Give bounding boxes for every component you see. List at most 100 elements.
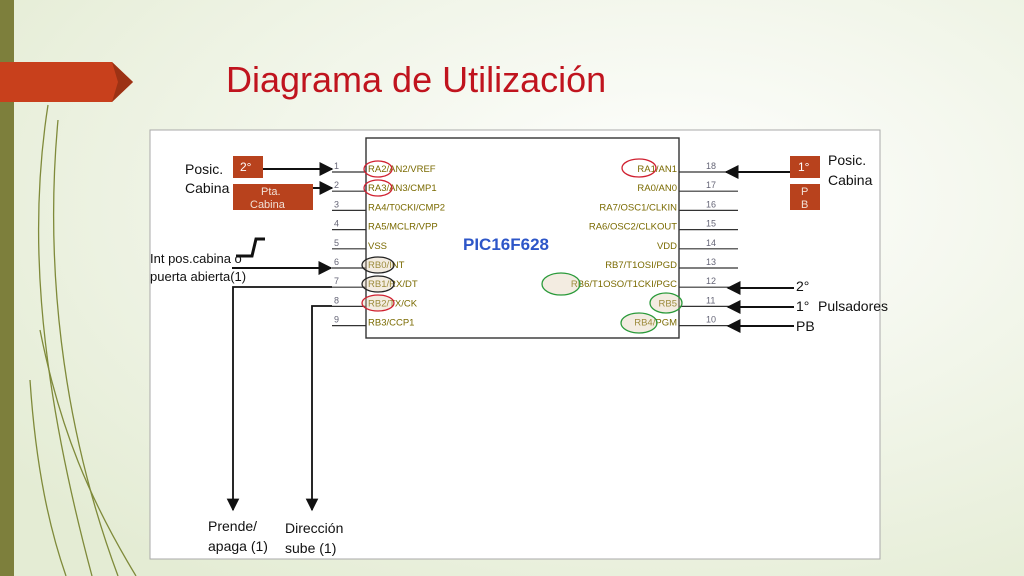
right-pin-number: 16 [706, 199, 716, 209]
page-title: Diagrama de Utilización [226, 59, 606, 100]
label-int-1: Int pos.cabina o [150, 251, 242, 266]
right-pin-number: 11 [706, 295, 715, 305]
label-posic-right-2: Cabina [828, 172, 873, 188]
box-pta-text-2: Cabina [250, 199, 286, 211]
ring-ra1 [621, 158, 657, 178]
left-pin-function: /RX/DT [386, 279, 417, 290]
right-pin-number: 17 [706, 180, 716, 190]
left-pin-function: RB3/CCP1 [368, 318, 414, 329]
right-pin-function: RB7/T1OSI/PGD [605, 260, 677, 271]
label-prende-2: apaga (1) [208, 538, 268, 554]
right-pin-prefix: RA1 [637, 164, 655, 175]
left-pin-number: 9 [334, 315, 339, 325]
left-pin-label: RA4/T0CKI/CMP2 [368, 202, 445, 213]
box-2 [233, 156, 263, 178]
right-pin-label: RB7/T1OSI/PGD [605, 260, 677, 271]
ring-rb4 [620, 312, 658, 334]
left-pin-label: RB3/CCP1 [368, 318, 414, 329]
label-puls-pb: PB [796, 318, 815, 334]
left-pin-label: VSS [368, 241, 387, 252]
left-pin-prefix: RA2 [368, 164, 386, 175]
right-pin-prefix: RB4 [634, 318, 652, 329]
label-int-2: puerta abierta(1) [150, 269, 246, 284]
right-pin-number: 18 [706, 161, 716, 171]
left-pin-prefix: RB2 [368, 298, 386, 309]
label-posic-left-2: Cabina [185, 180, 230, 196]
left-pin-group: 1 RA2/AN2/VREF 2 RA3/AN3/CMP1 3 RA4/T0CKI/CMP… [332, 161, 445, 329]
right-pin-function: RA6/OSC2/CLKOUT [589, 222, 677, 233]
right-pin-label: RB6/T1OSO/T1CKI/PGC [571, 279, 677, 290]
label-posic-right-1: Posic. [828, 152, 866, 168]
chip-body [365, 137, 680, 339]
left-pin-label: RB2/TX/CK [368, 298, 418, 309]
left-pin-prefix: RB0 [368, 260, 386, 271]
right-pin-function: /AN1 [656, 164, 677, 175]
box-1 [790, 156, 820, 178]
right-pin-number: 12 [706, 276, 716, 286]
box-pta-text-1: Pta. [261, 186, 281, 198]
highlight-rings [361, 158, 683, 334]
right-pin-label: RA1/AN1 [637, 164, 677, 175]
left-pin-number: 5 [334, 238, 339, 248]
right-pin-number: 15 [706, 219, 716, 229]
label-direccion-2: sube (1) [285, 540, 336, 556]
right-pin-label: RA0/AN0 [637, 183, 677, 194]
ring-rb6 [541, 272, 581, 296]
box-1-text: 1° [798, 160, 810, 174]
left-pin-function: /TX/CK [386, 298, 417, 309]
box-pb [790, 184, 820, 210]
box-2-text: 2° [240, 160, 252, 174]
right-pin-label: RA6/OSC2/CLKOUT [589, 222, 677, 233]
left-pin-number: 3 [334, 199, 339, 209]
right-pin-function: VDD [657, 241, 677, 252]
right-pin-function: RA0/AN0 [637, 183, 677, 194]
wire-rb1-prende [226, 286, 332, 512]
ring-rb1 [361, 275, 395, 293]
step-signal-icon [236, 237, 265, 258]
left-pin-number: 2 [334, 180, 339, 190]
left-pin-function: RA4/T0CKI/CMP2 [368, 202, 445, 213]
left-pin-function: VSS [368, 241, 387, 252]
ring-rb0 [361, 256, 395, 274]
box-pta-cabina [233, 184, 313, 210]
right-pin-function: RA7/OSC1/CLKIN [599, 202, 677, 213]
decorative-lines [29, 104, 137, 576]
box-pb-text-1: P [801, 186, 808, 198]
title-arrow-shadow [112, 62, 133, 102]
ring-ra3 [363, 179, 393, 197]
left-pin-number: 6 [334, 257, 339, 267]
ring-rb5 [649, 292, 683, 314]
chip-name: PIC16F628 [463, 235, 549, 254]
wire-rb2-direccion [305, 305, 332, 512]
left-pin-label: RA3/AN3/CMP1 [368, 183, 437, 194]
right-pin-function: /PGM [653, 318, 677, 329]
title-arrow-shape [0, 62, 133, 102]
label-prende-1: Prende/ [208, 518, 257, 534]
right-pin-number: 13 [706, 257, 716, 267]
left-pin-function: /AN3/CMP1 [386, 183, 436, 194]
left-pin-label: RB0/INT [368, 260, 405, 271]
right-pin-prefix: RB5 [659, 298, 677, 309]
ring-ra2 [363, 160, 393, 178]
right-pin-label: RB5 [659, 298, 677, 309]
left-pin-function: /INT [386, 260, 404, 271]
ring-rb2 [361, 294, 395, 312]
left-pin-number: 1 [334, 161, 339, 171]
right-pin-label: RB4/PGM [634, 318, 677, 329]
right-pin-number: 10 [706, 315, 716, 325]
left-pin-label: RA2/AN2/VREF [368, 164, 436, 175]
left-pin-number: 7 [334, 276, 339, 286]
label-puls-2: 2° [796, 278, 809, 294]
left-pin-label: RA5/MCLR/VPP [368, 222, 438, 233]
label-direccion-1: Dirección [285, 520, 343, 536]
left-pin-function: /AN2/VREF [386, 164, 435, 175]
left-pin-function: RA5/MCLR/VPP [368, 222, 438, 233]
right-pin-label: RA7/OSC1/CLKIN [599, 202, 677, 213]
right-pin-function: /T1OSO/T1CKI/PGC [589, 279, 677, 290]
left-border-strip [0, 0, 14, 576]
left-pin-number: 8 [334, 295, 339, 305]
box-pb-text-2: B [801, 199, 808, 211]
left-pin-number: 4 [334, 219, 339, 229]
label-pulsadores: Pulsadores [818, 298, 888, 314]
